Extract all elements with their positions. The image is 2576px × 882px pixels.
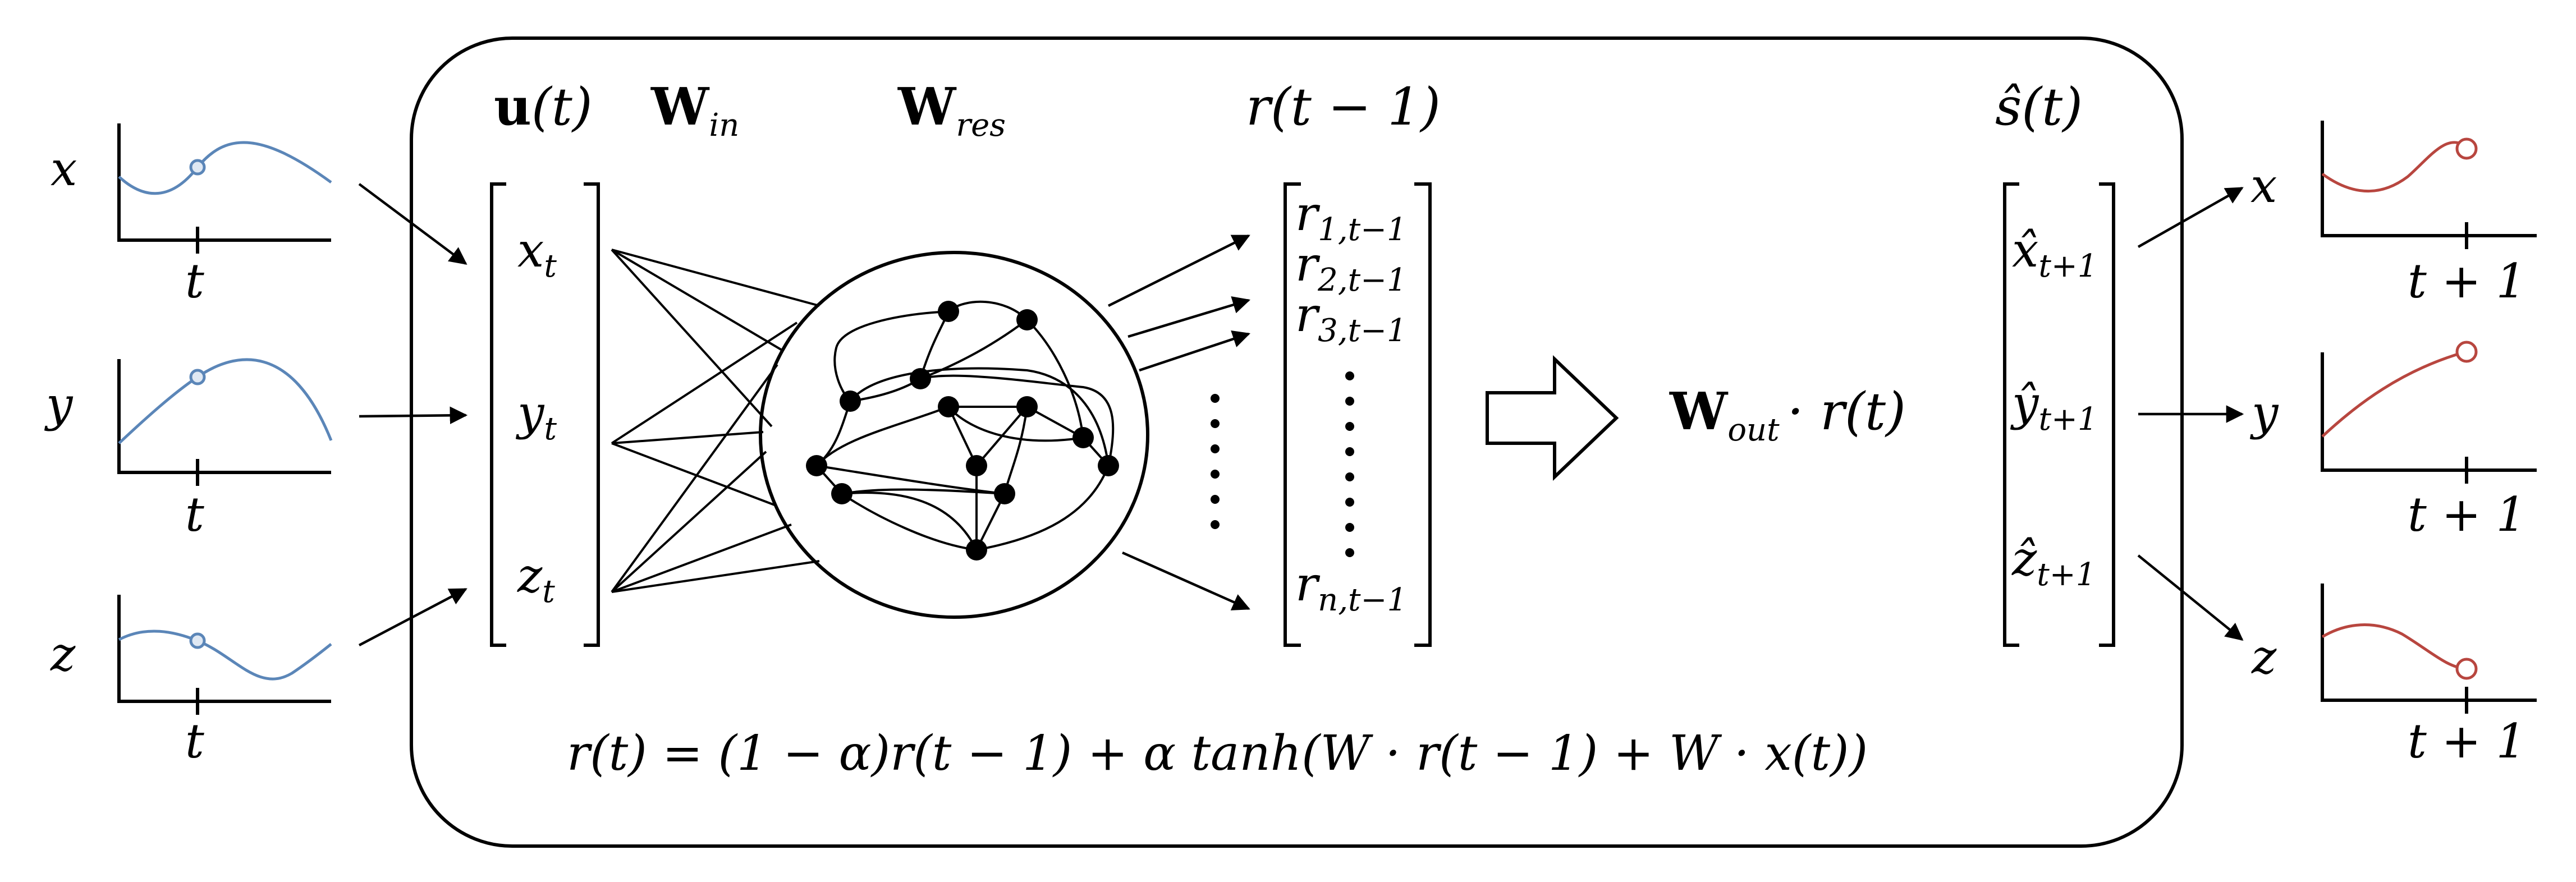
tick-label-t1: t + 1 <box>2408 714 2526 769</box>
state-arrow-2 <box>1127 296 1251 338</box>
input-plot-z: z t <box>50 595 332 769</box>
input-curve-y <box>118 358 333 444</box>
r-entry-3: r3,t−1 <box>1295 287 1407 349</box>
u-entry-z: zt <box>517 548 555 610</box>
input-label-z: z <box>50 627 76 682</box>
plot-axes <box>117 595 331 703</box>
predicted-point-marker <box>2455 658 2478 680</box>
ellipsis-dots-arrows <box>1211 394 1220 529</box>
output-label-z-hat: z <box>2251 630 2277 685</box>
output-label-x-hat: x <box>2250 158 2277 213</box>
state-arrow-1 <box>1107 234 1250 307</box>
reservoir-box <box>410 36 2184 848</box>
s-entry-y: ŷt+1 <box>2010 376 2098 438</box>
input-curve-z <box>118 630 332 681</box>
wres-label: Wres <box>897 76 1006 144</box>
output-curve-z <box>2321 623 2467 670</box>
reservoir-circle <box>759 251 1149 619</box>
input-plot-y: y t <box>44 358 333 542</box>
output-plot-y: y t + 1 <box>2249 341 2537 542</box>
r-entry-n: rn,t−1 <box>1295 557 1407 618</box>
r-entry-1: r1,t−1 <box>1295 186 1407 248</box>
plot-axes <box>117 359 331 474</box>
readout-formula: Wout· r(t) <box>1669 381 1906 448</box>
s-entry-z: ẑt+1 <box>2011 531 2096 593</box>
predicted-point-marker <box>2455 137 2478 160</box>
u-entry-y: yt <box>515 385 557 447</box>
output-curve-x <box>2321 141 2468 193</box>
state-arrow-3 <box>1139 330 1250 372</box>
tick-label-t: t <box>185 254 204 309</box>
s-hat-label: ŝ(t) <box>1995 77 2083 137</box>
output-plot-x: x t + 1 <box>2250 121 2537 309</box>
tick-label-t1: t + 1 <box>2408 254 2526 309</box>
input-curve-x <box>118 141 332 195</box>
tick-label-t1: t + 1 <box>2408 487 2526 542</box>
current-point-marker <box>189 159 206 176</box>
output-curve-y <box>2321 351 2464 438</box>
input-weight-connections <box>611 249 820 593</box>
reservoir-graph <box>806 300 1119 561</box>
input-plot-x: x t <box>51 123 332 309</box>
r-entry-2: r2,t−1 <box>1295 237 1407 298</box>
output-arrow-z <box>2137 554 2244 641</box>
state-update-equation: r(t) = (1 − α)r(t − 1) + α tanh(W · r(t … <box>567 725 1868 782</box>
plot-axes <box>117 123 331 242</box>
s-vector-right-bracket <box>2099 182 2115 647</box>
plot-axes <box>2321 584 2537 702</box>
current-point-marker <box>189 369 206 385</box>
plot-axes <box>2321 352 2537 472</box>
output-arrow-x <box>2137 187 2244 248</box>
plot-axes <box>2321 121 2537 237</box>
predicted-point-marker <box>2455 341 2478 363</box>
ellipsis-dots-vector <box>1345 371 1354 557</box>
r-prev-label: r(t − 1) <box>1246 77 1441 137</box>
r-vector-right-bracket <box>1414 182 1432 647</box>
current-point-marker <box>189 632 206 649</box>
u-entry-x: xt <box>517 223 557 284</box>
u-vector-left-bracket <box>490 182 506 647</box>
s-vector-left-bracket <box>2003 182 2019 647</box>
output-label-y-hat: y <box>2249 385 2279 440</box>
s-entry-x: x̂t+1 <box>2012 223 2097 284</box>
output-plot-z: z t + 1 <box>2251 584 2537 769</box>
r-vector-left-bracket <box>1284 182 1301 647</box>
u-label: u(t) <box>494 76 593 137</box>
readout-block-arrow <box>1486 355 1619 481</box>
input-label-x: x <box>51 141 77 196</box>
input-label-y: y <box>44 377 74 432</box>
state-arrow-n <box>1122 551 1250 610</box>
u-vector-right-bracket <box>584 182 600 647</box>
win-label: Win <box>650 76 739 144</box>
tick-label-t: t <box>185 714 204 769</box>
tick-label-t: t <box>185 487 204 542</box>
